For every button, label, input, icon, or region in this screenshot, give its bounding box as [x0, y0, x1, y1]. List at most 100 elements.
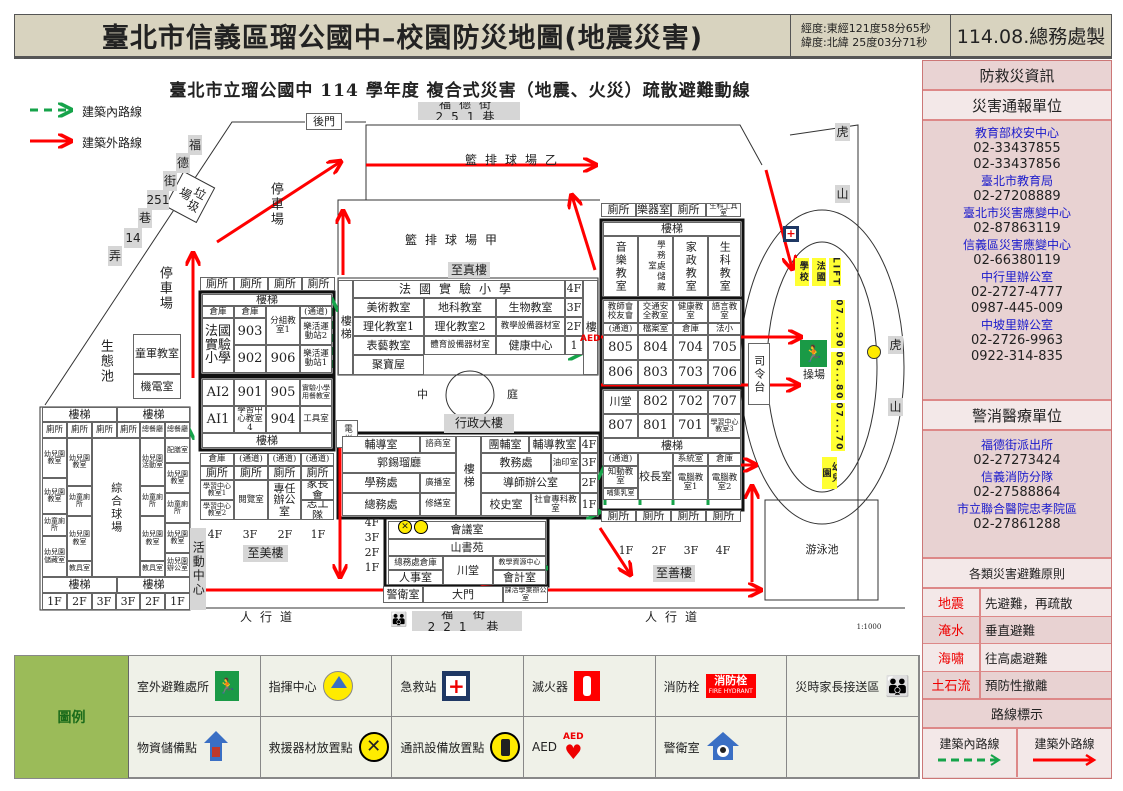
map-label-kinder: 樓梯	[42, 407, 117, 422]
hazard-type: 淹水	[923, 616, 981, 643]
unit-phone: 02-33437855	[973, 141, 1061, 156]
unit-phone: 02-27861288	[973, 517, 1061, 532]
map-label-block_a: 倉庫	[234, 306, 266, 318]
map-label-misc: 德	[176, 153, 190, 173]
map-label-zhishan: 803	[638, 360, 673, 385]
map-label-misc: 街	[163, 171, 177, 191]
legend-item: 物資儲備點	[129, 717, 261, 778]
unit-name: 福德街派出所	[980, 438, 1053, 452]
map-label-zhishan: 至善樓	[653, 565, 695, 582]
panel-title: 防救災資訊	[923, 61, 1111, 91]
map-label-track: 707...701	[831, 403, 845, 451]
map-label-misc: 操場	[803, 368, 825, 382]
map-label-misc: 虎	[888, 336, 903, 354]
map-label-zhishan: 807	[603, 414, 638, 438]
map-label-zhizhen: 樓	[583, 280, 598, 375]
unit-phone: 02-33437856	[973, 157, 1061, 172]
map-label-block_a: 倉庫	[202, 306, 234, 318]
map-label-zhizhen: 4F	[565, 280, 583, 298]
map-label-block_a: AI2	[202, 379, 234, 406]
principles-title: 各類災害避難原則	[923, 559, 1111, 589]
map-label-kinder: 幼兒園教室	[165, 463, 190, 493]
unit-phone: 0922-314-835	[970, 349, 1064, 364]
map-label-misc: 籃排球場乙	[464, 152, 565, 167]
legend-item: 通訊設備放置點	[392, 717, 524, 778]
map-label-admin: 會議室	[388, 521, 546, 539]
map-label-zhishan: 705	[708, 335, 741, 360]
map-label-misc: 生態池	[97, 338, 113, 384]
map-label-misc: 庭	[507, 388, 518, 402]
map-label-admin: 4F	[580, 436, 598, 453]
map-label-admin: 福 街 221 巷	[412, 611, 522, 631]
map-label-zhishan: 802	[638, 390, 673, 414]
map-label-kinder: 3F	[92, 593, 116, 610]
map-label-zhishan: 電腦教室1	[673, 466, 708, 500]
map-label-zhishan: 知動教室	[603, 466, 638, 488]
map-label-kinder: 幼兒園教室	[67, 516, 92, 561]
map-label-admin: 樓梯	[456, 436, 481, 516]
longitude: 經度:東經121度58分65秒	[801, 21, 931, 35]
map-label-block_b: (通道)	[301, 453, 334, 466]
map-label-zhizhen: 理化教室1	[353, 317, 424, 336]
hazard-type: 海嘯	[923, 644, 981, 671]
first-aid-icon: +	[442, 671, 471, 701]
map-title: 臺北市信義區瑠公國中–校園防災地圖(地震災害)	[15, 15, 791, 56]
map-label-block_b: 廁所	[268, 466, 301, 480]
map-label-zhishan: 教師會校友會	[603, 300, 638, 323]
legend-label: 救援器材放置點	[268, 740, 353, 755]
unit-phone: 02-27208889	[973, 189, 1061, 204]
unit-phone: 02-2726-9963	[970, 333, 1064, 348]
map-label-kinder: 2F	[140, 593, 165, 610]
principle-row: 淹水垂直避難	[923, 616, 1111, 644]
map-label-zhizhen: 體育設備器材室	[424, 336, 496, 355]
map-label-block_a: 廁所	[302, 277, 335, 291]
map-label-misc: 至真樓	[448, 262, 490, 278]
map-label-kinder: 1F	[42, 593, 67, 610]
map-label-zhishan: 生科教室	[708, 236, 741, 297]
map-label-block_b: 專任辦公室	[268, 480, 301, 520]
legend-arrows	[30, 110, 70, 141]
map-label-admin: 山書苑	[388, 539, 546, 556]
map-label-zhishan: 廁所	[636, 510, 671, 522]
map-label-misc: 中	[417, 388, 428, 402]
map-label-block_b: 廁所	[301, 466, 334, 480]
legend-label: 滅火器	[532, 679, 569, 694]
command-center-icon	[867, 345, 881, 359]
legend-item: 災時家長接送區👪	[787, 656, 919, 717]
map-label-block_b: 閱覽室	[234, 480, 268, 520]
map-label-block_a: 903	[234, 318, 266, 345]
map-label-zhishan: 健康教室	[673, 300, 708, 323]
map-label-kinder: 教具室	[67, 561, 92, 577]
map-label-zhishan: 2F	[651, 544, 667, 558]
map-label-kinder: 幼兒園教室	[42, 478, 67, 514]
map-label-block_b: 廁所	[234, 466, 268, 480]
map-label-kinder: 廁所	[42, 422, 67, 438]
map-label-misc: 童軍教室	[133, 334, 181, 374]
rescue-equipment-icon: ✕	[398, 520, 412, 534]
map-label-kinder: 幼童廁所	[42, 514, 67, 536]
route-outer: 建築外路線	[1018, 729, 1111, 777]
map-label-block_b: 學習中心教室1	[200, 480, 234, 500]
map-label-zhishan: 學務處儲藏室	[638, 236, 673, 297]
map-label-misc: 山	[835, 185, 850, 203]
map-label-admin: 社會專科教室	[531, 493, 580, 516]
emergency-units-title: 警消醫療單位	[923, 401, 1111, 431]
unit-phone: 02-87863119	[973, 221, 1061, 236]
legend-label: 室外避難處所	[137, 679, 210, 694]
communication-device-icon	[414, 520, 428, 534]
map-label-admin: 3F	[580, 453, 598, 473]
outdoor-shelter-icon: 🏃	[800, 340, 827, 367]
map-label-zhishan: 系統室	[673, 453, 708, 466]
map-label-block_a: 實驗小學用餐教室	[300, 379, 332, 406]
map-label-kinder: 幼兒園活動室	[140, 438, 165, 486]
map-label-admin: 川堂	[443, 556, 493, 585]
unit-name: 臺北市教育局	[980, 174, 1053, 188]
map-label-block_a: (通道)	[300, 306, 332, 318]
map-label-block_a: 901	[234, 379, 266, 406]
unit-name: 中坡里辦公室	[980, 318, 1053, 332]
map-label-zhishan: 交通安全教室	[638, 300, 673, 323]
map-label-misc: 1:1000	[856, 623, 882, 632]
unit-phone: 02-2727-4777	[970, 285, 1064, 300]
